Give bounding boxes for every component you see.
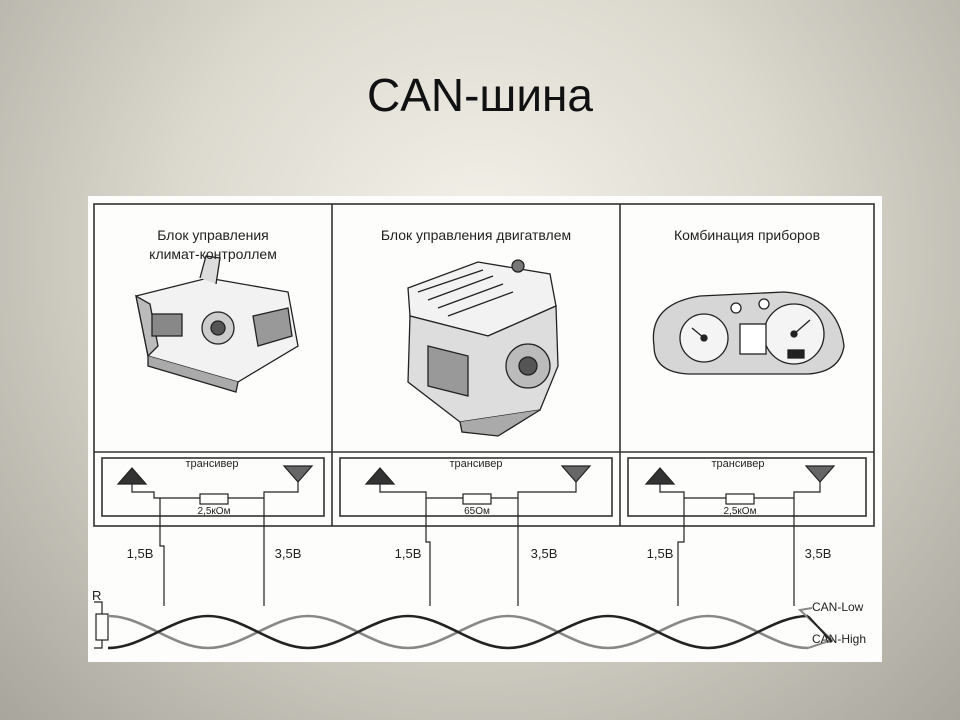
unit-3-title: Комбинация приборов [673, 227, 821, 243]
resistor-3 [725, 493, 755, 505]
units-frame [93, 203, 875, 527]
unit-2-resistor-label: 65Ом [464, 506, 490, 517]
can-low-label: CAN-Low [812, 600, 864, 614]
transceiver-box-2 [339, 457, 613, 517]
unit-3-resistor-label: 2,5кОм [723, 506, 757, 517]
diagram-drawing [93, 203, 875, 650]
resistor-2 [462, 493, 492, 505]
can-high-wire [107, 614, 809, 650]
transceiver-box-3 [627, 457, 867, 517]
unit-1-high-voltage: 3,5В [274, 546, 302, 561]
resistor-1 [199, 493, 229, 505]
can-bus-diagram: Блок управления климат-контроллем Блок у… [88, 196, 882, 662]
engine-icon [407, 259, 559, 437]
terminator-label: R [92, 588, 102, 603]
unit-3-low-voltage: 1,5В [646, 546, 674, 561]
transceiver-up-arrow-2 [364, 467, 396, 485]
terminator-resistor [94, 601, 109, 649]
transceiver-up-arrow-1 [116, 467, 148, 485]
unit-3-transceiver-label: трансивер [711, 458, 765, 470]
unit-1-title: Блок управления климат-контроллем [149, 227, 277, 262]
transceiver-down-arrow-3 [804, 465, 836, 483]
unit-1-resistor-label: 2,5кОм [197, 506, 231, 517]
unit-2-low-voltage: 1,5В [394, 546, 422, 561]
unit-2-high-voltage: 3,5В [530, 546, 558, 561]
transceiver-down-arrow-1 [282, 465, 314, 483]
unit-2-transceiver-label: трансивер [449, 458, 503, 470]
instrument-cluster-icon [652, 291, 845, 375]
unit-1-transceiver-label: трансивер [185, 458, 239, 470]
transceiver-down-arrow-2 [560, 465, 592, 483]
climate-control-unit-icon [135, 255, 299, 393]
slide-title: CAN-шина [366, 69, 594, 121]
can-high-label: CAN-High [812, 632, 867, 646]
unit-3-high-voltage: 3,5В [804, 546, 832, 561]
transceiver-up-arrow-3 [644, 467, 676, 485]
transceiver-box-1 [101, 457, 325, 517]
unit-1-low-voltage: 1,5В [126, 546, 154, 561]
unit-2-title: Блок управления двигатвлем [380, 227, 572, 243]
